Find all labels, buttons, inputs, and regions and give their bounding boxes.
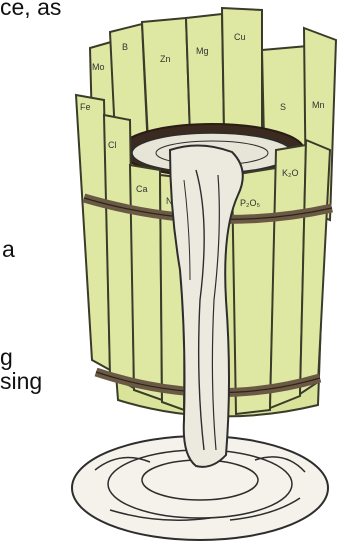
stave-label-cl: Cl	[108, 140, 117, 150]
stave-label-mo: Mo	[92, 62, 105, 72]
stave-cl	[104, 115, 134, 388]
stave-label-b: B	[122, 42, 128, 52]
stave-zn	[142, 18, 190, 140]
stave-right-edge	[300, 140, 330, 394]
stave-label-n: N	[166, 196, 173, 206]
stave-cu	[222, 8, 262, 130]
stave-label-p2o5: P₂O₅	[240, 198, 260, 208]
stave-label-cu: Cu	[234, 32, 246, 42]
stave-label-mg: Mg	[196, 46, 209, 56]
stave-label-fe: Fe	[80, 102, 91, 112]
stave-label-s: S	[280, 102, 286, 112]
stave-label-zn: Zn	[160, 54, 171, 64]
stave-mg	[186, 14, 224, 135]
stave-ca	[130, 165, 162, 400]
stave-label-ca: Ca	[136, 184, 148, 194]
stave-label-k2o: K₂O	[282, 168, 299, 178]
stave-label-mn: Mn	[312, 100, 325, 110]
